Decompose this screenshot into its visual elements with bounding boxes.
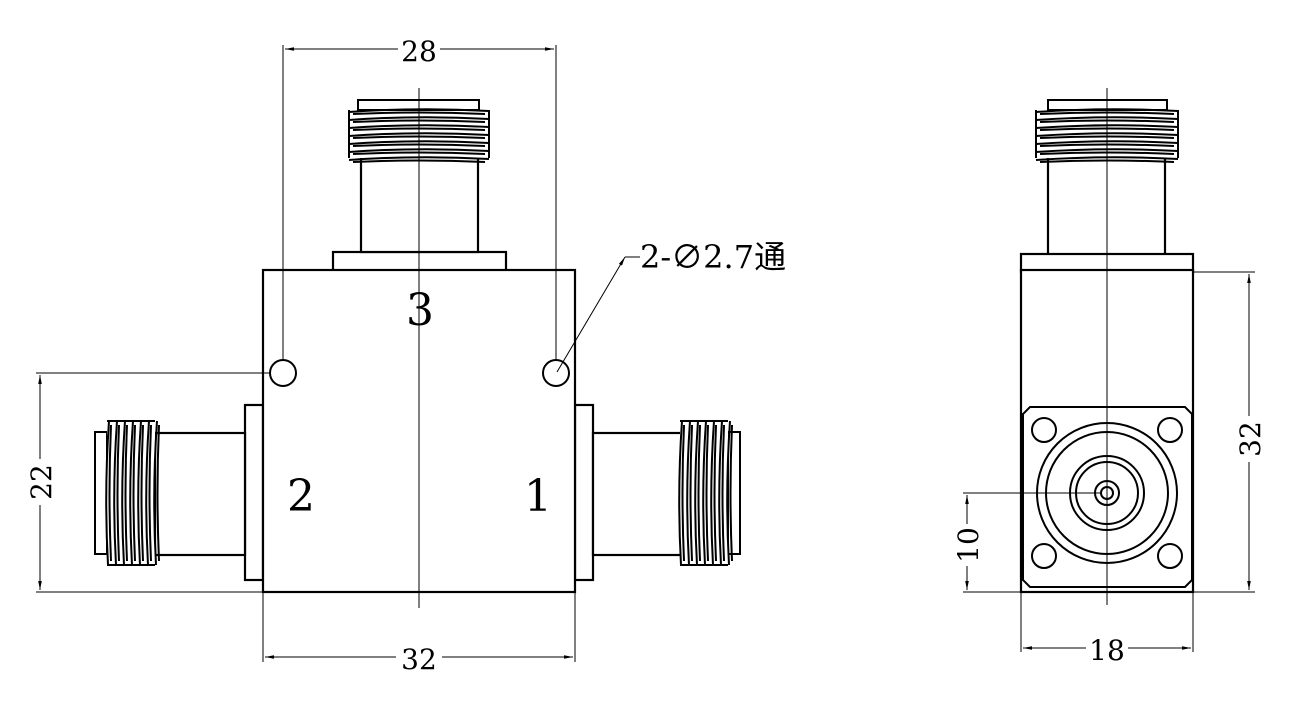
dimension-18-text: 18 — [1089, 634, 1125, 667]
flange-hole-br — [1157, 543, 1183, 569]
dimension-28-text: 28 — [401, 35, 437, 68]
dimension-32-text: 32 — [401, 643, 437, 676]
dimension-22-text: 22 — [25, 464, 58, 500]
port2-label: 2 — [287, 471, 315, 522]
flange-hole-tl — [1031, 417, 1057, 443]
dimension-hole-spacing: 28 — [282, 34, 557, 360]
port1-connector — [573, 403, 741, 582]
dimension-side-32-text: 32 — [1234, 421, 1267, 457]
front-view: 3 2 1 28 32 22 — [25, 34, 786, 676]
flange-hole-tr — [1157, 417, 1183, 443]
dimension-hole-height: 22 — [25, 372, 270, 593]
flange-hole-bl — [1031, 543, 1057, 569]
hole-callout: 2-∅2.7通 — [556, 238, 786, 373]
dimension-side-height: 32 — [1193, 271, 1267, 593]
dimension-side-width: 18 — [1020, 592, 1194, 667]
port3-label: 3 — [406, 285, 434, 336]
dimension-body-width: 32 — [262, 592, 576, 676]
hole-note-text: 2-∅2.7通 — [640, 238, 786, 276]
port1-label: 1 — [524, 471, 552, 522]
right-thread — [678, 420, 733, 566]
port2-connector — [94, 403, 265, 582]
side-view: 32 18 10 — [952, 88, 1267, 667]
dimension-10-text: 10 — [952, 527, 985, 563]
left-thread — [105, 420, 160, 566]
dimension-center-height: 10 — [952, 492, 1100, 593]
side-flange — [1022, 406, 1193, 588]
